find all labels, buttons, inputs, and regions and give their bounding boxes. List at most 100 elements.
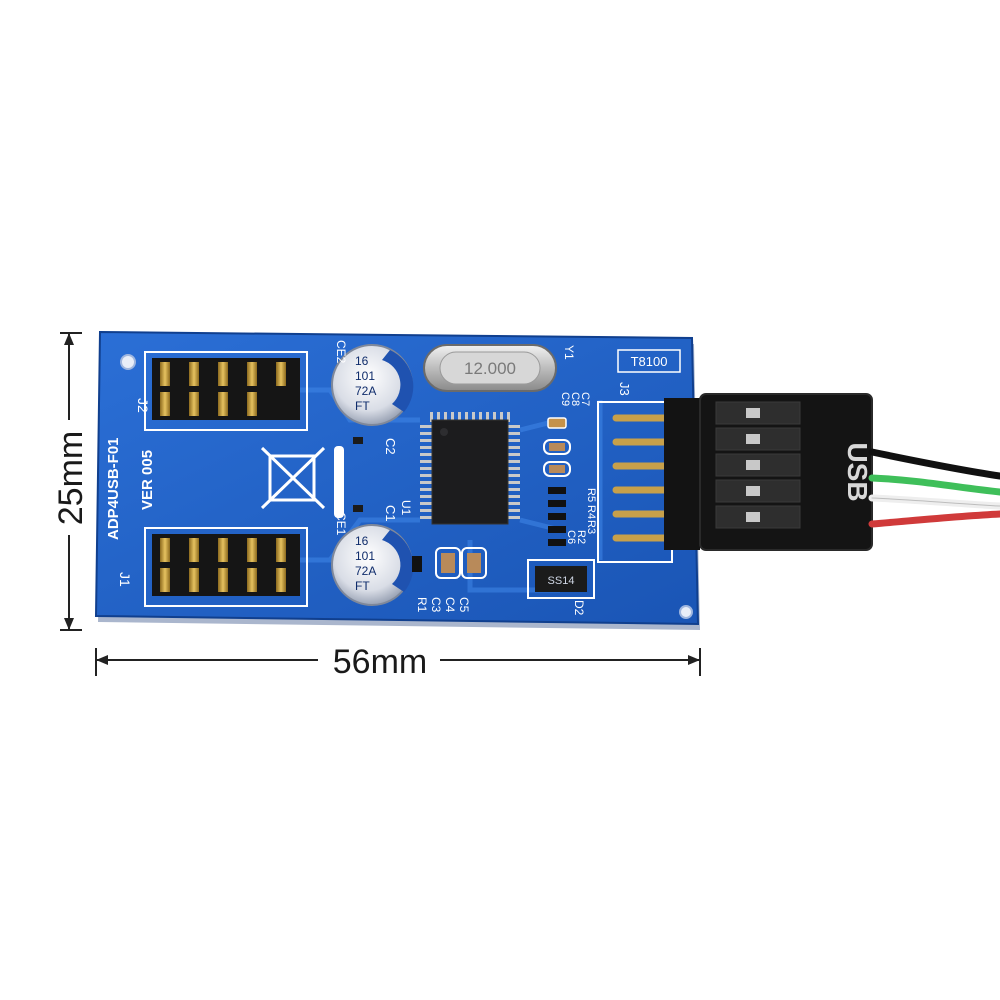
- smd-resistor: [548, 500, 566, 507]
- ic-pin1-dot: [440, 428, 448, 436]
- ic-pin: [486, 412, 489, 422]
- r4-label: R4: [585, 505, 597, 519]
- connector-contact: [746, 460, 760, 470]
- j2-pin: [276, 362, 286, 386]
- c8-label: C8: [569, 392, 581, 406]
- ic-pin: [508, 460, 520, 463]
- ce1-label: CE1: [334, 512, 348, 536]
- capacitor-ce1: 16 101 72A FT: [331, 524, 414, 606]
- j2-pin: [189, 392, 199, 416]
- ic-pin: [508, 446, 520, 449]
- j2-pin: [218, 362, 228, 386]
- j3-shroud: [664, 398, 700, 550]
- cap-ce2-line1: 16: [355, 354, 369, 368]
- length-label: 56mm: [333, 643, 427, 681]
- cap-ce1-line2: 101: [355, 549, 375, 563]
- r5-label: R5: [585, 488, 597, 502]
- length-dimension: 56mm: [95, 643, 701, 681]
- ic-pin: [420, 474, 432, 477]
- connector-contact: [746, 486, 760, 496]
- j1-pin: [189, 538, 199, 562]
- ic-pin: [507, 412, 510, 422]
- ic-pin: [420, 516, 432, 519]
- j1-pin: [160, 538, 170, 562]
- smd-c3-outline: [435, 547, 461, 579]
- ic-pin: [508, 488, 520, 491]
- j2-pin: [247, 362, 257, 386]
- diode-body: [535, 566, 587, 592]
- arrow-down-icon: [64, 618, 74, 630]
- ic-pin: [420, 481, 432, 484]
- j1-pin: [247, 568, 257, 592]
- ic-pin: [420, 495, 432, 498]
- ic-pin: [420, 425, 432, 428]
- mount-hole-right: [679, 605, 693, 619]
- j2-pin: [160, 362, 170, 386]
- j1-pin: [218, 538, 228, 562]
- ic-pin: [420, 467, 432, 470]
- cap-ce2-stripe: [382, 350, 414, 412]
- ic-pin: [508, 495, 520, 498]
- cap-ce1-line1: 16: [355, 534, 369, 548]
- smd-resistor: [548, 513, 566, 520]
- j2-pins: [160, 362, 286, 416]
- d2-label: D2: [572, 600, 586, 616]
- cap-ce1-line3: 72A: [355, 564, 376, 578]
- ic-body: [431, 419, 509, 525]
- version-label: VER 005: [139, 450, 156, 510]
- r1-label: R1: [415, 597, 429, 613]
- ic-pin: [451, 412, 454, 422]
- smd-cap: [549, 443, 565, 451]
- pcb-slot: [334, 446, 344, 518]
- smd-c3: [441, 553, 455, 573]
- ic-pin: [493, 412, 496, 422]
- smd-resistor: [548, 539, 566, 546]
- c3-label: C3: [429, 597, 443, 613]
- c5-label: C5: [457, 597, 471, 613]
- j1-pin: [189, 568, 199, 592]
- usb-label: USB: [842, 442, 873, 501]
- ic-mark-box: [617, 349, 681, 373]
- bin-body: [268, 454, 316, 502]
- j2-pin: [160, 392, 170, 416]
- ic-pin: [420, 502, 432, 505]
- ic-pin: [420, 509, 432, 512]
- connector-contact: [746, 512, 760, 522]
- r2-label: R2: [575, 530, 587, 544]
- smd-cap: [547, 417, 567, 429]
- j1-pins: [160, 538, 286, 592]
- cross-b: [260, 446, 326, 510]
- smd-c2: [353, 437, 363, 444]
- c7-label: C7: [579, 392, 591, 406]
- ic-pin: [479, 412, 482, 422]
- cap-ce2-line4: FT: [355, 399, 370, 413]
- ic-pin: [420, 460, 432, 463]
- y1-label: Y1: [562, 345, 576, 360]
- j2-pin: [247, 392, 257, 416]
- ic-pin: [508, 474, 520, 477]
- smd-cap: [543, 461, 571, 477]
- ic-pin: [420, 446, 432, 449]
- ic-pin: [508, 481, 520, 484]
- smd-resistor: [548, 487, 566, 494]
- cap-ce1-line4: FT: [355, 579, 370, 593]
- ic-pin: [508, 425, 520, 428]
- smd-cap: [549, 465, 565, 473]
- cable-wires: [868, 448, 1000, 528]
- c6-label: C6: [565, 530, 577, 544]
- wire-black: [868, 448, 1000, 480]
- ic-pins-top: [430, 412, 510, 422]
- ic-pin: [444, 412, 447, 422]
- u1-label: U1: [399, 500, 413, 516]
- j2-pin: [218, 392, 228, 416]
- cap-ce2-line3: 72A: [355, 384, 376, 398]
- smd-c4: [467, 553, 481, 573]
- cap-ce2-line2: 101: [355, 369, 375, 383]
- connector-contact: [746, 434, 760, 444]
- smd-r1: [412, 556, 422, 572]
- smd-cap: [543, 439, 571, 455]
- ic-pin: [420, 432, 432, 435]
- mount-hole-left: [120, 354, 136, 370]
- arrow-left-icon: [96, 655, 108, 665]
- recycle-bin-crossed-icon: [260, 446, 326, 510]
